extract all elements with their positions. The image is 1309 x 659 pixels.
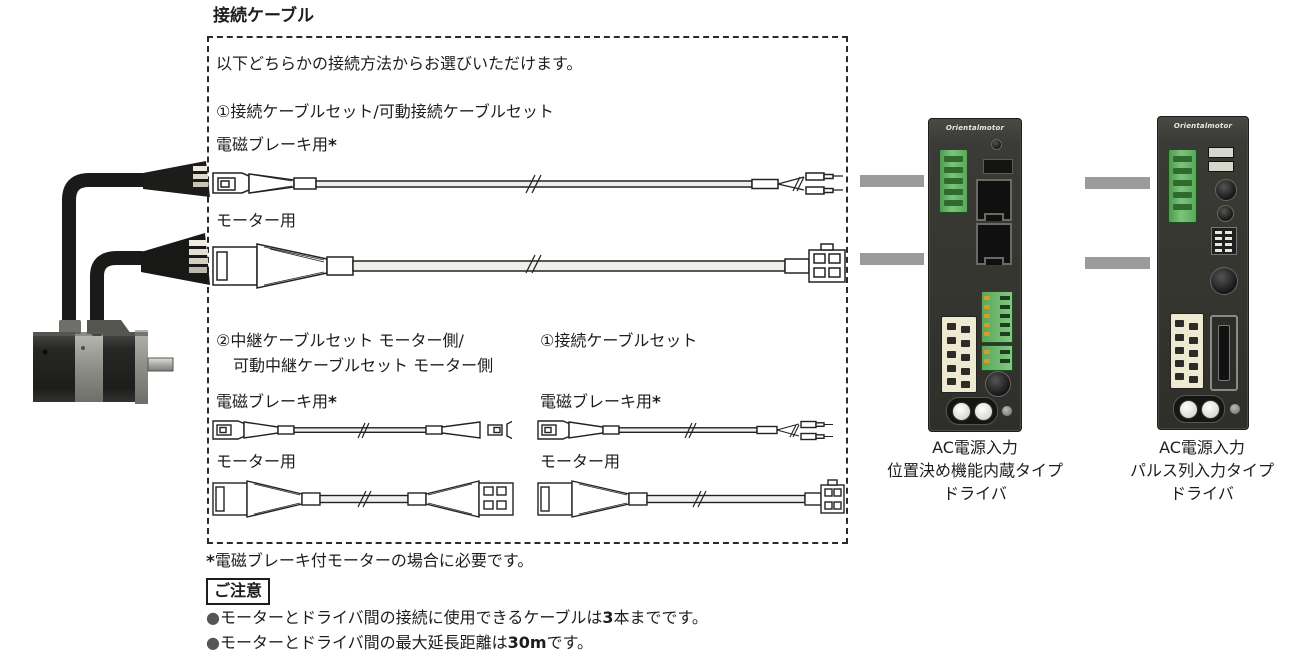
rotary-switch-1: [1215, 179, 1237, 201]
brake-cable-label-2: 電磁ブレーキ用*: [216, 392, 337, 414]
usb-port: [983, 159, 1013, 174]
driver-unit-pulse-input-type: Orientalmotor: [1157, 116, 1249, 430]
io-connector-white: [1170, 313, 1204, 389]
option1-short-title: ①接続ケーブルセット: [540, 331, 698, 350]
notice-item-bold: 30m: [507, 633, 547, 652]
notice-item-text: モーターとドライバ間の最大延長距離は: [219, 633, 508, 652]
rj45-port-2: [976, 223, 1012, 265]
control-knob: [1210, 267, 1238, 295]
asterisk-mark: *: [206, 552, 215, 572]
asterisk-mark: *: [328, 136, 337, 156]
option2-title-line1: ②中継ケーブルセット モーター側/: [216, 331, 464, 350]
option2-title-line2: 可動中継ケーブルセット モーター側: [233, 356, 494, 375]
notice-item-2: ●モーターとドライバ間の最大延長距離は30mです。: [206, 633, 593, 653]
motor-cable-label-3: モーター用: [540, 452, 621, 471]
intro-text: 以下どちらかの接続方法からお選びいただけます。: [216, 54, 583, 73]
connection-bar: [1085, 257, 1150, 269]
motor-photo: [33, 161, 210, 404]
footnote: *電磁ブレーキ付モーターの場合に必要です。: [206, 551, 533, 573]
asterisk-mark: *: [328, 393, 337, 413]
driver1-caption-line3: ドライバ: [943, 484, 1007, 503]
bullet-icon: ●: [206, 633, 220, 652]
notice-title-box: ご注意: [206, 578, 271, 605]
driver2-caption-line1: AC電源入力: [1159, 438, 1245, 457]
ground-terminal: [1173, 395, 1225, 423]
notice-item-text: です。: [546, 633, 593, 652]
page-title: 接続ケーブル: [213, 6, 314, 26]
rotary-switch-2: [1217, 205, 1234, 222]
asterisk-mark: *: [652, 393, 661, 413]
driver-unit-positioning-type: Orientalmotor: [928, 118, 1022, 432]
driver2-caption: AC電源入力 パルス列入力タイプ ドライバ: [1102, 436, 1302, 505]
rj45-port-1: [976, 179, 1012, 221]
rotary-switch: [985, 371, 1011, 397]
pulse-input-connector: [1210, 315, 1238, 391]
connection-bar: [860, 253, 924, 265]
bullet-icon: ●: [206, 608, 220, 627]
notice-item-1: ●モーターとドライバ間の接続に使用できるケーブルは3本までです。: [206, 608, 708, 628]
brake-relay-cable-illustration: [212, 420, 512, 440]
brake-cable-label-3: 電磁ブレーキ用*: [540, 392, 661, 414]
brake-cable-long-illustration: [212, 172, 843, 195]
terminal-block-green-2: [981, 345, 1013, 371]
option1-title: ①接続ケーブルセット/可動接続ケーブルセット: [216, 102, 554, 121]
terminal-block-green-1: [981, 291, 1013, 343]
power-connector-green: [939, 149, 968, 213]
led-indicator: [991, 139, 1002, 150]
motor-connection-cable-illustration: [537, 479, 845, 518]
motor-cable-label-2: モーター用: [216, 452, 297, 471]
cable-options-box: [207, 36, 848, 544]
led-indicator: [1208, 161, 1234, 172]
driver-brand-label: Orientalmotor: [945, 124, 1005, 132]
notice-item-text: モーターとドライバ間の接続に使用できるケーブルは: [219, 608, 603, 627]
led-indicator: [1208, 147, 1234, 158]
brake-cable-label-text: 電磁ブレーキ用: [216, 392, 329, 411]
driver-brand-label: Orientalmotor: [1173, 122, 1233, 130]
motor-relay-cable-illustration: [212, 480, 514, 518]
driver1-caption: AC電源入力 位置決め機能内蔵タイプ ドライバ: [875, 436, 1075, 505]
io-connector-white: [941, 316, 977, 393]
brake-cable-label-1: 電磁ブレーキ用*: [216, 135, 337, 157]
notice-item-bold: 3: [602, 608, 614, 627]
driver2-caption-line2: パルス列入力タイプ: [1129, 461, 1274, 480]
brake-cable-label-text: 電磁ブレーキ用: [540, 392, 653, 411]
connection-bar: [1085, 177, 1150, 189]
driver2-caption-line3: ドライバ: [1170, 484, 1234, 503]
motor-cable-long-illustration: [212, 243, 846, 289]
power-connector-green: [1168, 149, 1197, 223]
brake-cable-label-text: 電磁ブレーキ用: [216, 135, 329, 154]
brake-connection-cable-illustration: [537, 420, 833, 441]
ground-terminal: [946, 397, 998, 425]
screw: [1001, 405, 1013, 417]
screw: [1229, 403, 1241, 415]
connection-bar: [860, 175, 924, 187]
dip-switch: [1211, 227, 1237, 255]
notice-item-text: 本までです。: [613, 608, 708, 627]
driver1-caption-line2: 位置決め機能内蔵タイプ: [886, 461, 1063, 480]
driver1-caption-line1: AC電源入力: [932, 438, 1018, 457]
footnote-text: 電磁ブレーキ付モーターの場合に必要です。: [214, 551, 534, 570]
motor-cable-label-1: モーター用: [216, 211, 297, 230]
